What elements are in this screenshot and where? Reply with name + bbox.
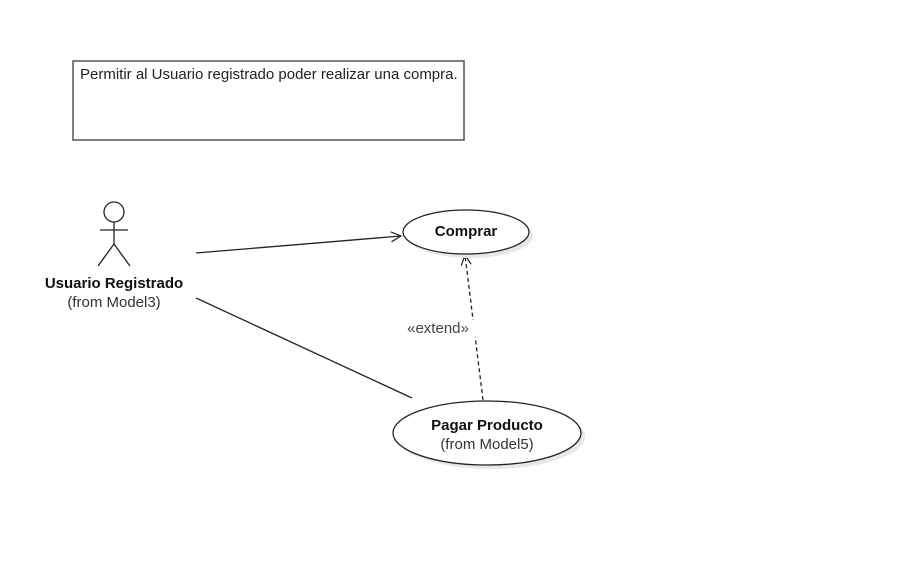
- actor-icon[interactable]: [97, 201, 131, 267]
- association-actor-pagar[interactable]: [195, 297, 413, 399]
- note-box[interactable]: [72, 60, 465, 141]
- usecase-pagar[interactable]: [392, 400, 582, 466]
- usecase-pagar-label: Pagar Producto (from Model5): [397, 416, 577, 454]
- usecase-comprar-label: Comprar: [406, 222, 526, 241]
- actor-label: Usuario Registrado (from Model3): [24, 274, 204, 312]
- note-text: Permitir al Usuario registrado poder rea…: [80, 66, 458, 83]
- usecase-comprar[interactable]: [402, 209, 530, 255]
- usecase-pagar-name: Pagar Producto: [431, 417, 543, 434]
- usecase-comprar-name: Comprar: [434, 223, 498, 240]
- association-actor-comprar[interactable]: [195, 236, 401, 254]
- extend-label: «extend»: [396, 320, 480, 337]
- usecase-pagar-from: (from Model5): [440, 436, 534, 453]
- actor-from: (from Model3): [67, 294, 161, 311]
- actor-name: Usuario Registrado: [44, 275, 184, 292]
